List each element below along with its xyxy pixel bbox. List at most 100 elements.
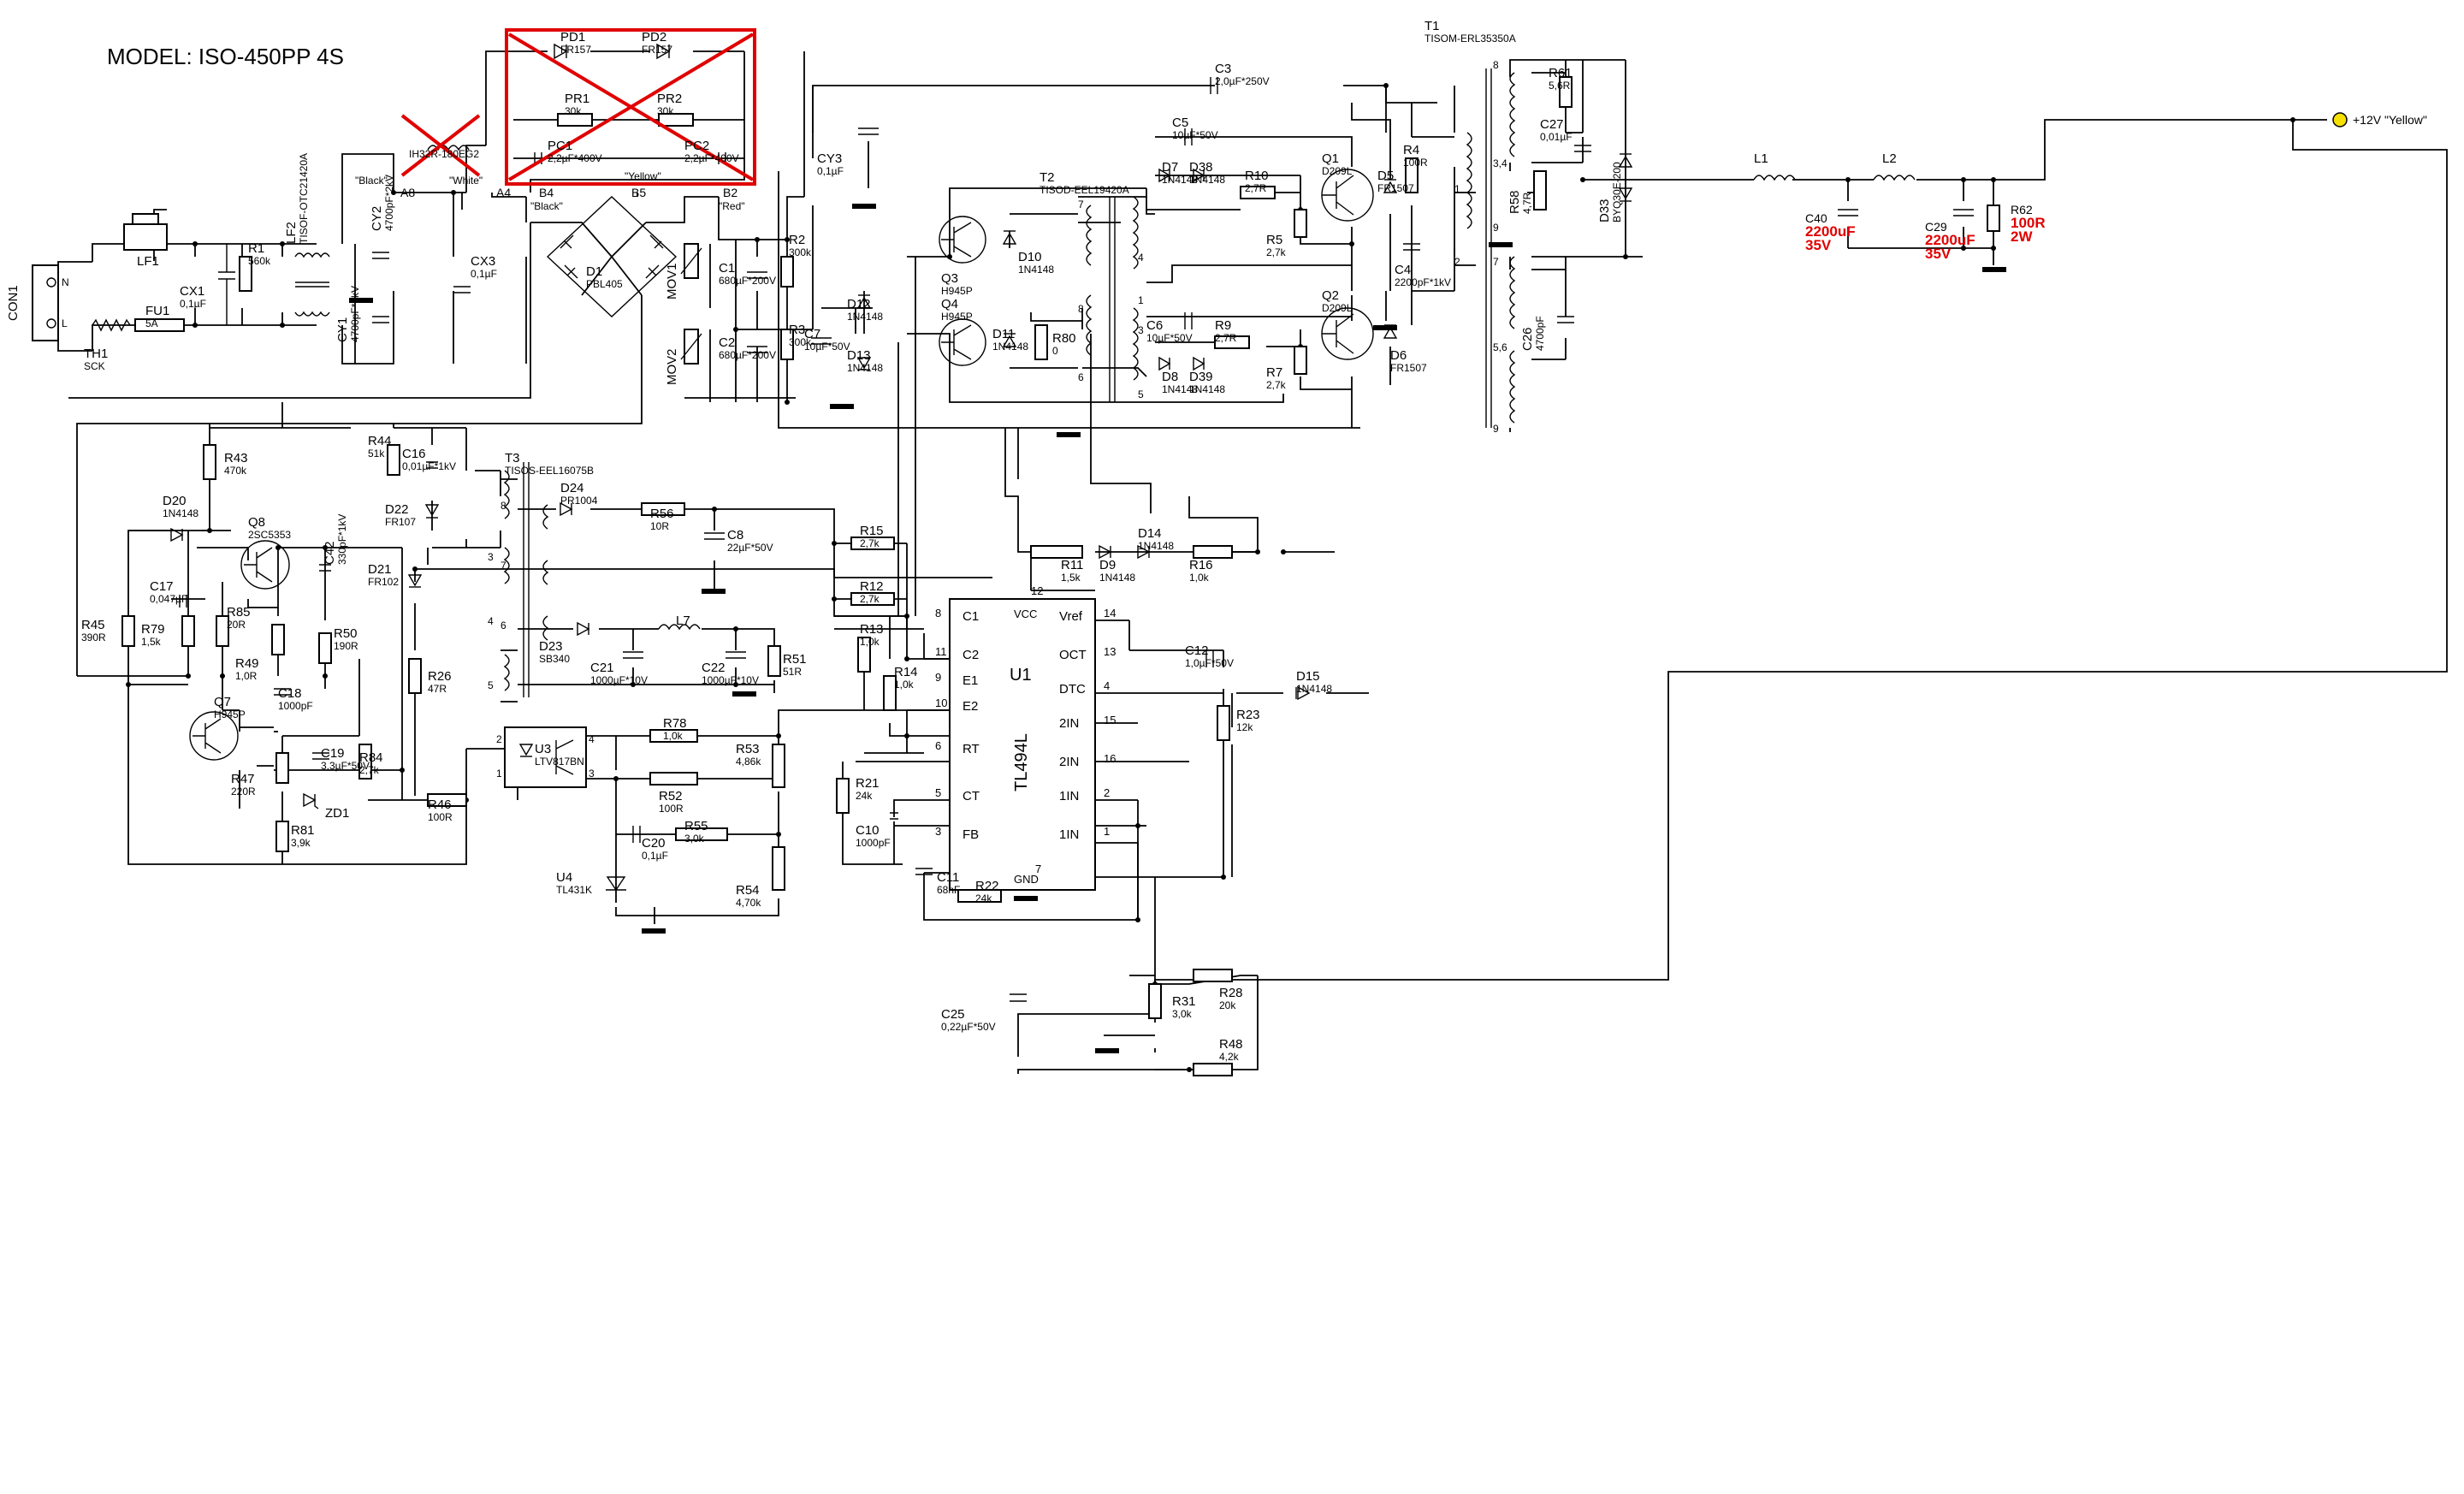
component-ref: D13 (847, 348, 871, 363)
component-value: 1N4148 (992, 341, 1028, 353)
component-value: 24k (856, 790, 873, 802)
component-value: 300k (789, 336, 812, 348)
pin-number: 3 (488, 551, 494, 563)
component-ref: C17 (150, 579, 174, 594)
u1-pin-name: 1IN (1059, 789, 1079, 803)
component-ref: Q7 (214, 695, 231, 709)
component-value: FR157 (642, 44, 672, 56)
component-ref: TH1 (84, 347, 108, 361)
component-value: 10µF*50V (1146, 332, 1193, 344)
component-value: 4,86k (736, 756, 761, 768)
component-value: 1N4148 (1018, 264, 1054, 276)
pin-number: 3 (1138, 324, 1144, 336)
component-ref: C12 (1185, 643, 1209, 658)
component-ref: C5 (1172, 116, 1188, 130)
component-ref: R56 (650, 507, 674, 521)
u1-vcc: VCC (1014, 608, 1037, 620)
component-value: 5,6R (1549, 80, 1571, 92)
component-value: 3,0k (684, 833, 705, 845)
label-b5: B5 (631, 186, 646, 199)
component-l2: L2 (1882, 151, 1897, 166)
component-ref: R58 (1507, 190, 1522, 214)
component-ref: C27 (1540, 117, 1564, 132)
component-lf1: LF1 (137, 254, 159, 269)
component-ref: PC2 (684, 139, 709, 153)
component-ref: CX1 (180, 284, 204, 299)
component-ref: C2 (719, 335, 735, 350)
component-value: 2,7R (1215, 332, 1237, 344)
component-ref: R16 (1189, 558, 1213, 572)
u1-pin-number: 11 (935, 645, 947, 658)
component-ref: Q4 (941, 297, 958, 311)
component-ref: T1 (1424, 19, 1440, 33)
u1-pin-name: E2 (962, 699, 978, 714)
u1-pin-name: RT (962, 742, 980, 756)
component-value: 35V (1805, 237, 1832, 253)
component-value: 4,7R (1521, 192, 1533, 214)
component-ref: C18 (278, 686, 302, 701)
u1-pin-name: C1 (962, 609, 979, 624)
component-ref: Q1 (1322, 151, 1339, 166)
component-ref: R49 (235, 656, 259, 671)
junction-dots (126, 83, 2295, 1072)
component-value: 330pF*1kV (336, 514, 348, 565)
component-ref: D22 (385, 502, 409, 517)
component-ref: ZD1 (325, 806, 349, 821)
component-ref: R53 (736, 742, 760, 756)
component-ref: C8 (727, 528, 743, 542)
component-ref: U3 (535, 742, 551, 756)
component-ref: R48 (1219, 1037, 1243, 1052)
component-value: 680µF*200V (719, 275, 776, 287)
component-value: 1N4148 (1189, 174, 1225, 186)
component-value: 22µF*50V (727, 542, 773, 554)
u1-part: TL494L (1012, 733, 1031, 791)
component-ref: R54 (736, 883, 760, 898)
component-value: 0,1µF (642, 850, 668, 862)
component-ref: C21 (590, 661, 614, 675)
component-ref: R14 (894, 665, 918, 679)
pin-number: 4 (488, 615, 494, 627)
pin-number: 1 (1138, 294, 1144, 306)
component-ref: R9 (1215, 318, 1231, 333)
component-value: 4700pF*2kV (349, 286, 361, 342)
component-ref: R21 (856, 776, 880, 791)
model-title: MODEL: ISO-450PP 4S (107, 44, 344, 69)
component-value: 470k (224, 465, 247, 477)
label-white: "White" (449, 175, 483, 187)
u1-pin-number: 15 (1104, 714, 1116, 726)
component-ref: Q2 (1322, 288, 1339, 303)
component-value: TISOM-ERL35350A (1424, 33, 1516, 44)
u1-pin-number: 6 (935, 739, 941, 752)
component-ref: C19 (321, 746, 345, 761)
component-ref: C16 (402, 447, 426, 461)
component-value: 1,0µF*50V (1185, 657, 1234, 669)
component-l1: L1 (1754, 151, 1768, 166)
